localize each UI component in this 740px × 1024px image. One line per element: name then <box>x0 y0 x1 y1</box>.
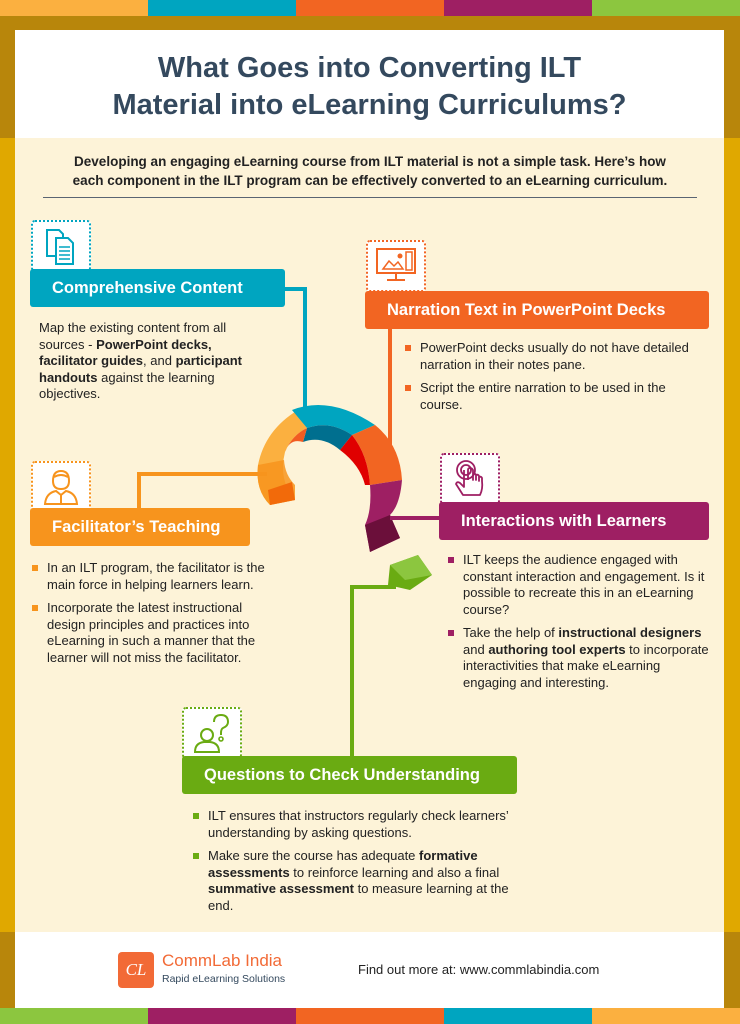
comprehensive-connector-h <box>285 287 307 291</box>
interactions-connector-h <box>390 516 440 520</box>
narration-icon-box <box>366 240 426 292</box>
questions-connector-h <box>350 585 396 589</box>
monitor-slide-icon <box>376 248 416 281</box>
text-part: against the learning objectives. <box>39 369 215 402</box>
facilitator-bullet: In an ILT program, the facilitator is th… <box>31 560 281 593</box>
facilitator-connector-v <box>137 472 141 508</box>
text-part: Take the help of <box>463 625 559 640</box>
page-title: What Goes into Converting ILT Material i… <box>15 50 724 124</box>
narration-text-title: Narration Text in PowerPoint Decks <box>387 300 666 319</box>
questions-check-title: Questions to Check Understanding <box>204 765 480 784</box>
questions-bullet: ILT ensures that instructors regularly c… <box>192 808 512 841</box>
interactions-bullet: ILT keeps the audience engaged with cons… <box>447 552 717 618</box>
bold-text: authoring tool experts <box>488 641 626 657</box>
website-link[interactable]: Find out more at: www.commlabindia.com <box>358 962 600 977</box>
interactions-learners-header: Interactions with Learners <box>439 502 709 540</box>
interactions-bullet: Take the help of instructional designers… <box>447 625 717 691</box>
frame-right-top <box>724 16 740 138</box>
comprehensive-connector-v <box>303 287 307 409</box>
comprehensive-content-header: Comprehensive Content <box>30 269 285 307</box>
intro-text: Developing an engaging eLearning course … <box>30 152 710 190</box>
interactions-bullets: ILT keeps the audience engaged with cons… <box>447 552 717 698</box>
narration-bullet: Script the entire narration to be used i… <box>404 380 694 413</box>
narration-bullets: PowerPoint decks usually do not have det… <box>404 340 694 420</box>
text-part: to reinforce learning and also a final <box>289 864 500 880</box>
comprehensive-content-text: Map the existing content from all source… <box>39 320 269 403</box>
question-mark-graphic <box>257 405 432 590</box>
facilitator-teaching-title: Facilitator’s Teaching <box>52 517 221 536</box>
questions-bullet: Make sure the course has adequate format… <box>192 848 512 914</box>
intro-line-1: Developing an engaging eLearning course … <box>74 154 666 169</box>
header-area <box>15 30 724 138</box>
bottom-color-strip <box>0 1008 740 1024</box>
narration-bullet: PowerPoint decks usually do not have det… <box>404 340 694 373</box>
comprehensive-icon-box <box>31 220 91 272</box>
interactions-learners-title: Interactions with Learners <box>461 511 667 530</box>
questions-bullets: ILT ensures that instructors regularly c… <box>192 808 512 921</box>
bold-text: participant handouts <box>39 353 243 385</box>
frame-left-bottom <box>0 932 15 1008</box>
facilitator-teaching-header: Facilitator’s Teaching <box>30 508 250 546</box>
text-part: to incorporate interactivities that make… <box>463 641 709 690</box>
interactions-icon-box <box>440 453 500 505</box>
bold-text: instructional designers <box>558 625 702 640</box>
brand-tagline: Rapid eLearning Solutions <box>162 973 286 985</box>
person-question-icon <box>193 713 230 753</box>
title-line-2: Material into eLearning Curriculums? <box>112 89 627 121</box>
facilitator-connector-h <box>137 472 267 476</box>
commlab-logo-icon[interactable]: CL <box>118 952 154 988</box>
intro-line-2: each component in the ILT program can be… <box>72 173 668 188</box>
frame-top <box>0 16 740 30</box>
touch-hand-icon <box>455 460 484 496</box>
facilitator-bullets: In an ILT program, the facilitator is th… <box>31 560 281 673</box>
text-part: Make sure the course has adequate <box>208 848 420 863</box>
text-part: to measure learning at the end. <box>208 881 509 913</box>
text-part: , and <box>143 353 176 368</box>
title-line-1: What Goes into Converting ILT <box>157 52 582 84</box>
questions-check-header: Questions to Check Understanding <box>182 756 517 794</box>
text-part: and <box>463 641 489 657</box>
intro-divider <box>43 197 697 198</box>
frame-right-bottom <box>724 932 740 1008</box>
question-mark-green-cube <box>388 555 432 590</box>
comprehensive-content-title: Comprehensive Content <box>52 278 243 297</box>
bold-text: summative assessment <box>208 881 354 896</box>
presenter-person-icon <box>43 469 79 505</box>
brand-name[interactable]: CommLab India <box>162 951 283 970</box>
documents-icon <box>46 229 74 265</box>
facilitator-bullet: Incorporate the latest instructional des… <box>31 600 281 666</box>
questions-icon-box <box>182 707 242 759</box>
questions-connector-v <box>350 585 354 756</box>
question-mark-teal-segment <box>292 405 375 435</box>
logo-mark: CL <box>125 960 147 979</box>
question-mark-orange-segment <box>352 425 402 485</box>
narration-connector-v <box>388 329 392 469</box>
frame-right <box>724 138 740 932</box>
bold-text: PowerPoint decks, facilitator guides <box>39 336 212 369</box>
bold-text: formative assessments <box>208 848 478 880</box>
frame-left-top <box>0 16 15 138</box>
frame-left <box>0 138 15 932</box>
narration-text-header: Narration Text in PowerPoint Decks <box>365 291 709 329</box>
top-color-strip <box>0 0 740 16</box>
text-part: Map the existing content from all source… <box>39 320 227 352</box>
facilitator-icon-box <box>31 461 91 513</box>
